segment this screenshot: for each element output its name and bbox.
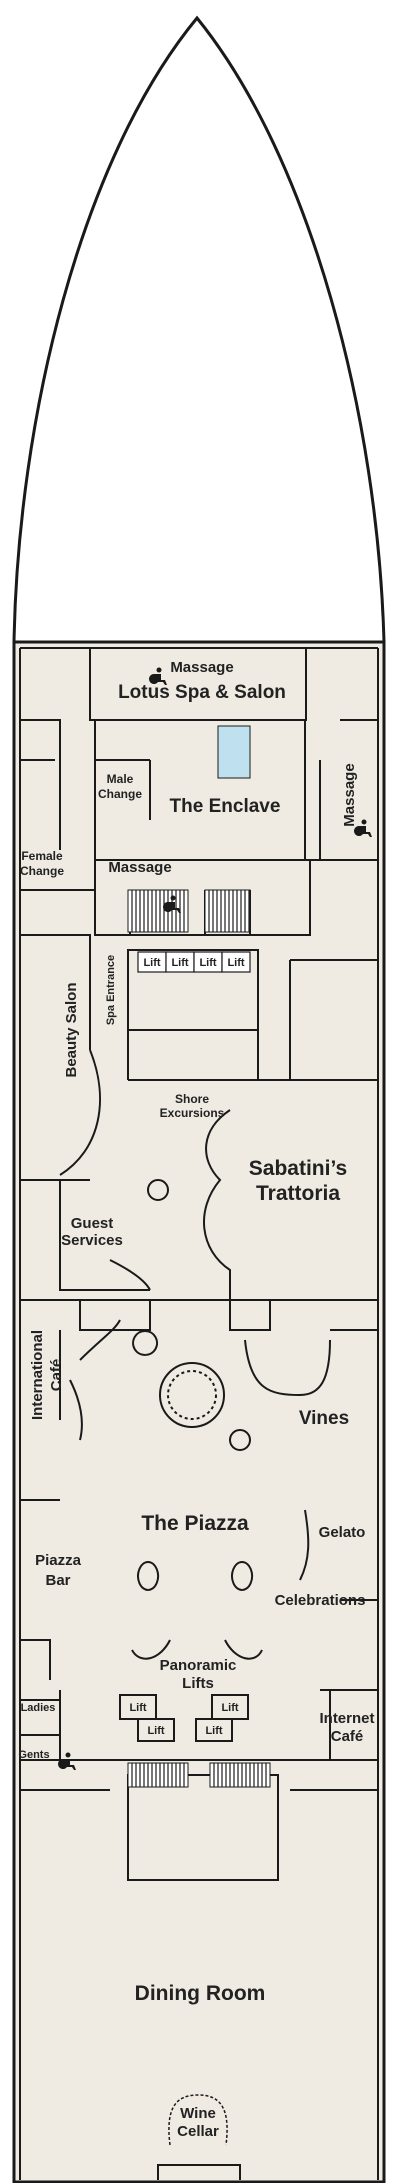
label-lift-6: Lift xyxy=(147,1725,164,1737)
label-male-change-1: Male xyxy=(107,772,134,786)
label-guest-services-2: Services xyxy=(61,1232,123,1249)
label-gelato: Gelato xyxy=(319,1524,366,1541)
label-female-change-2: Change xyxy=(20,864,64,878)
label-female-change-1: Female xyxy=(21,849,63,863)
deck-area xyxy=(12,640,386,2183)
label-gents: Gents xyxy=(18,1749,49,1761)
label-international-1: International xyxy=(29,1330,46,1420)
label-lift-2: Lift xyxy=(171,957,188,969)
label-dining-room: Dining Room xyxy=(135,1982,266,2005)
label-massage-mid: Massage xyxy=(108,859,171,876)
label-lift-3: Lift xyxy=(199,957,216,969)
label-celebrations: Celebrations xyxy=(275,1592,366,1609)
label-beauty-salon: Beauty Salon xyxy=(63,982,80,1077)
label-lift-8: Lift xyxy=(205,1725,222,1737)
label-wine-cellar-2: Cellar xyxy=(177,2123,219,2140)
label-ladies: Ladies xyxy=(21,1702,56,1714)
label-international-2: Café xyxy=(48,1359,65,1392)
wheelchair-icon xyxy=(162,895,181,913)
stair-treads xyxy=(131,890,267,1787)
label-lift-1: Lift xyxy=(143,957,160,969)
lift-boxes xyxy=(137,951,251,973)
label-piazza-bar-1: Piazza xyxy=(35,1552,82,1569)
label-lift-7: Lift xyxy=(221,1702,238,1714)
label-internet-cafe-1: Internet xyxy=(319,1710,374,1727)
label-panoramic-lifts-1: Panoramic xyxy=(160,1657,237,1674)
label-lift-4: Lift xyxy=(227,957,244,969)
wheelchair-icon xyxy=(354,819,372,837)
wheelchair-icon xyxy=(149,667,167,685)
enclave-pool xyxy=(217,725,251,779)
label-internet-cafe-2: Café xyxy=(331,1728,364,1745)
label-massage-right: Massage xyxy=(341,763,358,826)
label-guest-services-1: Guest xyxy=(71,1215,114,1232)
label-vines: Vines xyxy=(299,1408,349,1429)
label-shore-excursions-2: Excursions xyxy=(160,1106,225,1120)
walls xyxy=(19,647,379,2180)
label-wine-cellar-1: Wine xyxy=(180,2105,216,2122)
label-piazza-bar-2: Bar xyxy=(45,1572,70,1589)
piazza-furnishings xyxy=(69,1179,310,1660)
label-sabatinis-1: Sabatini’s xyxy=(249,1157,347,1180)
label-spa-entrance: Spa Entrance xyxy=(105,955,117,1025)
label-lift-5: Lift xyxy=(129,1702,146,1714)
label-massage-top: Massage xyxy=(170,659,233,676)
label-male-change-2: Change xyxy=(98,787,142,801)
wheelchair-icon xyxy=(57,1752,76,1770)
label-shore-excursions-1: Shore xyxy=(175,1092,209,1106)
label-the-piazza: The Piazza xyxy=(141,1512,249,1535)
wine-cellar-outline xyxy=(168,2094,228,2146)
label-panoramic-lifts-2: Lifts xyxy=(182,1675,214,1692)
bow-outline xyxy=(12,15,386,643)
label-lotus-spa: Lotus Spa & Salon xyxy=(118,682,286,703)
label-the-enclave: The Enclave xyxy=(170,796,281,817)
label-sabatinis-2: Trattoria xyxy=(256,1182,340,1205)
